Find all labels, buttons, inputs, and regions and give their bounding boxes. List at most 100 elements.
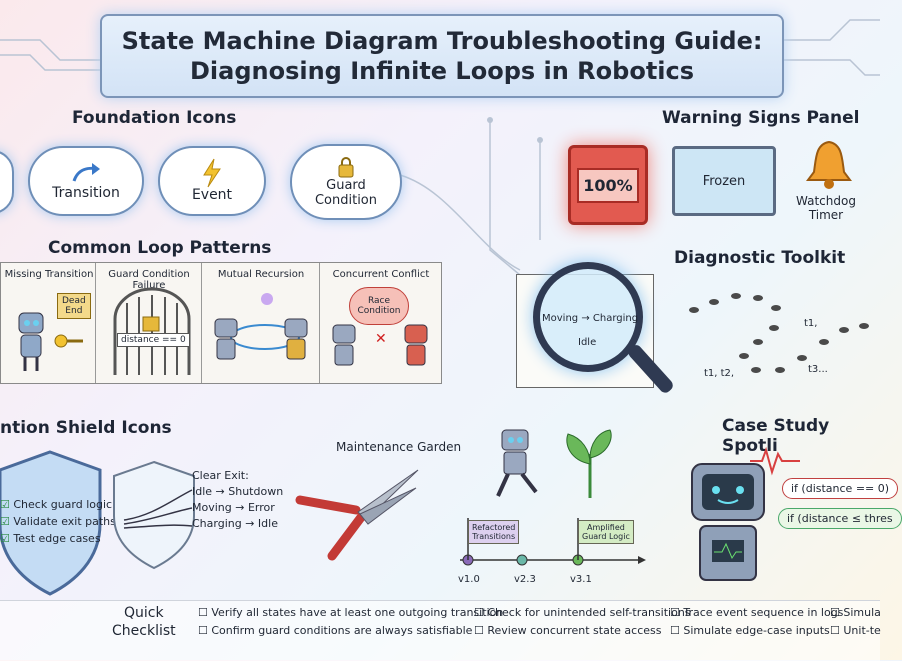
code-bubble-new: if (distance ≤ thres	[778, 508, 902, 529]
clear-exit-block: Clear Exit: Idle → Shutdown Moving → Err…	[192, 468, 283, 532]
robot-key-icon	[18, 312, 83, 371]
signal-waveform-icon	[750, 446, 800, 476]
cpu-chip-icon: 100%	[568, 145, 648, 225]
svg-text:✕: ✕	[375, 331, 387, 347]
pattern-label-concurrent: Concurrent Conflict	[332, 269, 430, 280]
pattern-label-guard: Guard Condition Failure	[108, 269, 190, 291]
footprint-trail-icon	[689, 293, 869, 373]
frozen-monitor-icon: Frozen	[672, 146, 776, 216]
checklist-text: Verify all states have at least one outg…	[211, 606, 504, 619]
checklist-text: Simulate edge-case inputs	[683, 624, 830, 637]
checklist-text: Unit-te	[843, 624, 881, 637]
maintenance-heading: Maintenance Garden	[336, 440, 462, 454]
exit-item: Charging → Idle	[192, 517, 278, 530]
magnifier-lens: Moving → Charging Idle	[533, 262, 643, 372]
version-label: v3.1	[570, 574, 592, 585]
version-label: v1.0	[458, 574, 480, 585]
transition-label: Transition	[52, 185, 120, 201]
cpu-percent: 100%	[577, 167, 639, 203]
transition-cloud: Transition	[28, 146, 144, 216]
checklist-text: Trace event sequence in logs	[683, 606, 844, 619]
checklist-item[interactable]: ☐ Trace event sequence in logs	[670, 606, 843, 619]
checklist-text: Check for unintended self-transitions	[487, 606, 691, 619]
shield-item: ☑ Validate exit paths	[0, 513, 116, 530]
running-robot-icon	[496, 429, 538, 497]
checklist-item[interactable]: ☐ Simulate edge-case inputs	[670, 624, 830, 637]
guard-label: Guard Condition	[314, 178, 378, 208]
flag-amplified: Amplified Guard Logic	[578, 520, 634, 544]
flag-refactored: Refactored Transitions	[468, 520, 520, 544]
exit-shield-icon	[113, 460, 195, 570]
shield-item: ☑ Check guard logic	[0, 496, 116, 513]
case-heading: Case Study Spotli	[722, 416, 830, 456]
checkbox-icon[interactable]: ☐	[474, 606, 484, 619]
shield-checklist: ☑ Check guard logic ☑ Validate exit path…	[0, 496, 116, 547]
arrow-icon	[72, 163, 100, 182]
checkbox-icon[interactable]: ☐	[830, 606, 840, 619]
watchdog-label: Watchdog Timer	[796, 194, 856, 222]
checklist-item[interactable]: ☐ Verify all states have at least one ou…	[198, 606, 503, 619]
title-line-2: Diagnosing Infinite Loops in Robotics	[189, 57, 695, 85]
checkbox-icon[interactable]: ☐	[830, 624, 840, 637]
checkbox-icon[interactable]: ☐	[474, 624, 484, 637]
plant-sprout-icon	[566, 429, 612, 498]
lightning-icon	[203, 158, 221, 188]
clear-exit-title: Clear Exit:	[192, 469, 249, 482]
shield-item: ☑ Test edge cases	[0, 530, 116, 547]
case-robot-icon	[691, 463, 765, 581]
event-cloud: Event	[158, 146, 266, 216]
guard-cloud: Guard Condition	[290, 144, 402, 220]
checklist-heading: Quick Checklist	[112, 605, 176, 639]
event-label: Event	[191, 187, 233, 203]
shield-item-text: Validate exit paths	[13, 515, 116, 528]
checklist-text: Simula	[843, 606, 881, 619]
version-label: v2.3	[514, 574, 536, 585]
diagnostic-heading: Diagnostic Toolkit	[674, 248, 846, 268]
alarm-bell-icon	[806, 140, 852, 189]
trace-label-2: t1, t2,	[704, 368, 735, 379]
checklist-item[interactable]: ☐ Confirm guard conditions are always sa…	[198, 624, 472, 637]
checklist-item[interactable]: ☐ Unit-te	[830, 624, 881, 637]
checkbox-icon[interactable]: ☐	[198, 606, 208, 619]
shield-item-text: Test edge cases	[13, 532, 101, 545]
check-icon: ☑	[0, 515, 10, 528]
code-bubble-old: if (distance == 0)	[782, 478, 899, 499]
checklist-item[interactable]: ☐ Check for unintended self-transitions	[474, 606, 691, 619]
pruning-shears-icon	[295, 469, 419, 561]
shield-heading: ntion Shield Icons	[0, 418, 172, 438]
checkbox-icon[interactable]: ☐	[670, 624, 680, 637]
trace-label-1: t1,	[804, 318, 818, 329]
checklist-item[interactable]: ☐ Simula	[830, 606, 881, 619]
trace-label-3: t3...	[808, 364, 828, 375]
pattern-label-missing: Missing Transition	[4, 269, 94, 280]
exit-item: Moving → Error	[192, 501, 275, 514]
mutual-recursion-robots-icon	[214, 293, 308, 360]
check-icon: ☑	[0, 498, 10, 511]
title-line-1: State Machine Diagram Troubleshooting Gu…	[121, 27, 763, 55]
checkbox-icon[interactable]: ☐	[670, 606, 680, 619]
race-condition-bubble: Race Condition	[349, 287, 409, 325]
checklist-text: Review concurrent state access	[487, 624, 662, 637]
lock-icon	[338, 157, 354, 178]
conflict-robots-icon: ✕	[332, 324, 428, 366]
patterns-panel: Missing Transition Guard Condition Failu…	[0, 262, 442, 384]
shield-icon	[0, 450, 102, 596]
checklist-bar	[0, 600, 880, 661]
lens-to: Charging	[592, 313, 639, 324]
circuit-decoration	[0, 19, 880, 276]
patterns-heading: Common Loop Patterns	[48, 238, 272, 258]
lens-from: Moving	[542, 313, 579, 324]
pattern-label-recursion: Mutual Recursion	[217, 269, 305, 280]
gate-condition-label: distance == 0	[117, 333, 190, 347]
exit-item: Idle → Shutdown	[192, 485, 284, 498]
lens-bottom: Idle	[578, 337, 597, 348]
dead-end-sign: Dead End	[57, 293, 91, 319]
checklist-text: Confirm guard conditions are always sati…	[211, 624, 473, 637]
lens-transition: Moving → Charging	[542, 313, 639, 324]
checkbox-icon[interactable]: ☐	[198, 624, 208, 637]
checklist-item[interactable]: ☐ Review concurrent state access	[474, 624, 661, 637]
foundation-heading: Foundation Icons	[72, 108, 237, 128]
title-banner: State Machine Diagram Troubleshooting Gu…	[100, 14, 784, 98]
check-icon: ☑	[0, 532, 10, 545]
frozen-label: Frozen	[702, 173, 746, 189]
